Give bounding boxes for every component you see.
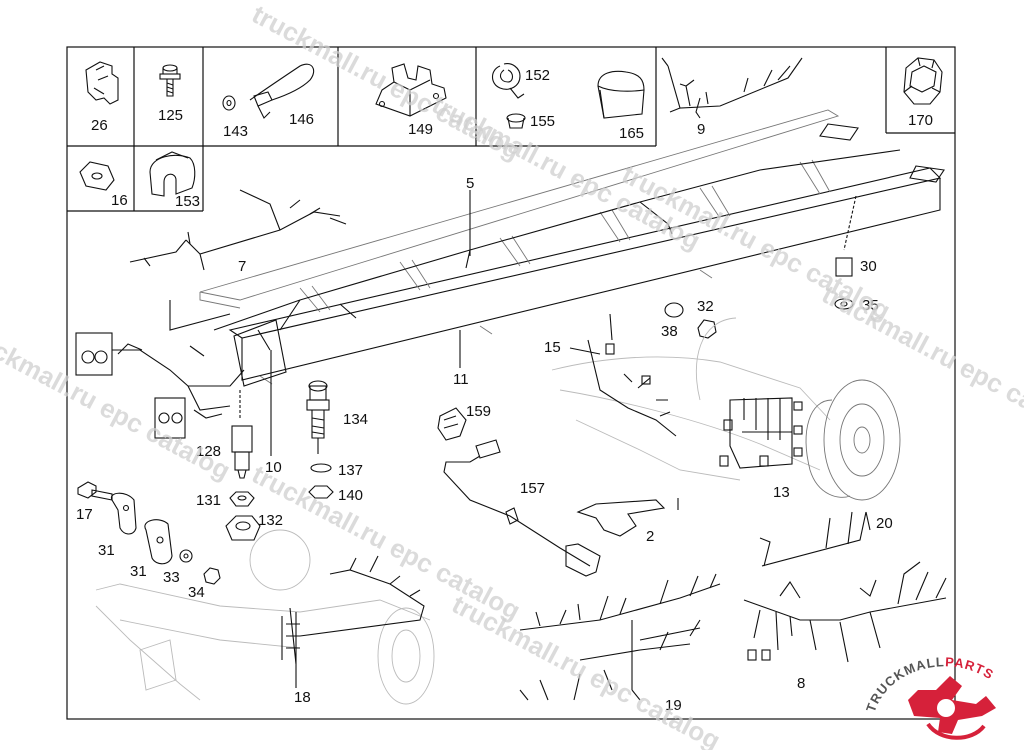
parts-grid: [67, 47, 955, 212]
label-155: 155: [530, 113, 555, 130]
label-153: 153: [175, 193, 200, 210]
harness-157-icon: [443, 439, 601, 577]
grommet-32-38-icon: [664, 302, 717, 339]
label-137: 137: [338, 462, 363, 479]
bracket-part-icon: [375, 63, 447, 117]
label-159: 159: [466, 403, 491, 420]
label-146: 146: [289, 111, 314, 128]
harness-8-icon: [743, 561, 947, 663]
labels: 26 125 143 146 149 152 155 165 9 170 16 …: [76, 67, 933, 714]
connector-128-icon: [231, 390, 253, 479]
harness-9-icon: [661, 57, 803, 119]
label-7: 7: [238, 258, 246, 275]
harness-20-icon: [759, 511, 871, 567]
label-11: 11: [453, 371, 469, 388]
bolt-part-icon: [159, 64, 181, 97]
label-35: 35: [862, 297, 879, 314]
label-19: 19: [665, 697, 682, 714]
cap-part-icon: [903, 57, 943, 105]
cover-part-icon: [597, 70, 645, 119]
label-149: 149: [408, 121, 433, 138]
label-33: 33: [163, 569, 180, 586]
label-170: 170: [908, 112, 933, 129]
label-10: 10: [265, 459, 282, 476]
label-32: 32: [697, 298, 714, 315]
bracket-2-icon: [576, 499, 666, 537]
label-31-upper: 31: [98, 542, 115, 559]
connector-159-icon: [437, 407, 467, 441]
label-132: 132: [258, 512, 283, 529]
label-128: 128: [196, 443, 221, 460]
label-38: 38: [661, 323, 678, 340]
label-143: 143: [223, 123, 248, 140]
gear-icon: [908, 676, 996, 740]
front-axle-chassis: [95, 529, 435, 705]
watermark-2: truckmall.ru epc catalog: [427, 89, 705, 256]
label-16: 16: [111, 192, 128, 209]
label-13: 13: [773, 484, 790, 501]
label-152: 152: [525, 67, 550, 84]
chassis-frame: [199, 109, 945, 385]
truckmall-logo: TRUCKMALLPARTS: [863, 654, 996, 740]
label-134: 134: [343, 411, 368, 428]
relay-part-icon: [85, 61, 119, 105]
clip-hardware-icon: [77, 481, 221, 585]
label-131: 131: [196, 492, 221, 509]
label-17: 17: [76, 506, 93, 523]
nut-plate-part-icon: [79, 161, 115, 191]
sensor-134-icon: [306, 380, 334, 499]
watermark-5: truckmall.ru epc catalog: [0, 319, 235, 486]
label-30: 30: [860, 258, 877, 275]
label-31-lower: 31: [130, 563, 147, 580]
label-34: 34: [188, 584, 205, 601]
label-140: 140: [338, 487, 363, 504]
rear-wheel-right: [695, 317, 901, 501]
label-20: 20: [876, 515, 893, 532]
nuts-131-132-icon: [225, 491, 261, 541]
label-125: 125: [158, 107, 183, 124]
grommet-part-icon: [506, 113, 526, 129]
harness-19-icon: [519, 573, 721, 701]
holder-part-icon: [149, 151, 196, 197]
label-8: 8: [797, 675, 805, 692]
harness-15-13-icon: [551, 313, 831, 481]
watermark-4: truckmall.ru epc catalog: [817, 279, 1024, 446]
label-9: 9: [697, 121, 705, 138]
leader-lines: [270, 190, 679, 701]
cable-tie-part-icon: [222, 63, 315, 119]
diagram-frame: [66, 46, 956, 720]
harness-7-icon: [129, 189, 347, 271]
label-15: 15: [544, 339, 561, 356]
label-157: 157: [520, 480, 545, 497]
clip-part-icon: [491, 63, 525, 99]
label-18: 18: [294, 689, 311, 706]
front-connector-harness: [75, 300, 287, 439]
watermark-7: truckmall.ru epc catalog: [447, 589, 725, 750]
label-26: 26: [91, 117, 108, 134]
label-2: 2: [646, 528, 654, 545]
label-5: 5: [466, 175, 474, 192]
bolt-30-icon: [834, 195, 857, 310]
label-165: 165: [619, 125, 644, 142]
